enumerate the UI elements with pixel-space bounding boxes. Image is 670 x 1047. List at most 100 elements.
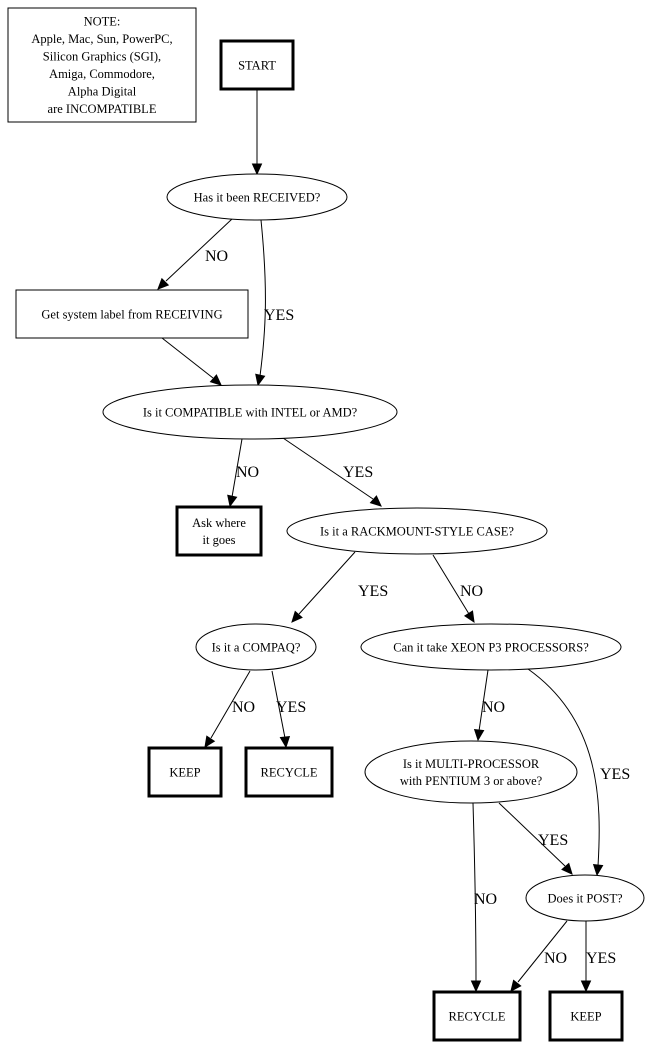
edge-compaq-to-keep1: NO	[204, 670, 255, 749]
edge-line	[282, 437, 374, 500]
edge-received-to-compatible: YES	[255, 219, 294, 387]
action-node-ask: Ask where it goes	[175, 505, 263, 557]
action-node-keep1: KEEP	[147, 746, 223, 798]
edge-label-yes: YES	[343, 464, 373, 481]
decision-node-post: Does it POST?	[525, 874, 645, 922]
action-node-recycle1: RECYCLE	[244, 746, 334, 798]
edge-label-yes: YES	[538, 832, 568, 849]
edge-label-no: NO	[205, 248, 228, 265]
node-label: RECYCLE	[261, 766, 318, 780]
action-box	[147, 746, 223, 798]
action-box	[432, 990, 522, 1042]
note-line: Amiga, Commodore,	[49, 67, 155, 81]
edge-post-to-recycle2: NO	[510, 920, 568, 992]
edge-label-no: NO	[232, 699, 255, 716]
edge-line	[498, 802, 566, 867]
arrowhead-icon	[227, 494, 238, 508]
action-box	[15, 289, 249, 339]
edge-label-no: NO	[482, 699, 505, 716]
arrowhead-icon	[470, 980, 482, 993]
edge-line	[210, 670, 251, 739]
edge-label-no: NO	[460, 583, 483, 600]
edge-xeon-to-multiproc: NO	[473, 669, 505, 742]
edge-line	[527, 668, 600, 867]
action-node-start: START	[219, 39, 295, 91]
edge-label-no: NO	[236, 464, 259, 481]
edge-start-to-received	[251, 89, 263, 176]
arrowhead-icon	[255, 373, 266, 387]
action-box	[175, 505, 263, 557]
arrowhead-icon	[473, 728, 485, 742]
arrowhead-icon	[369, 495, 382, 507]
node-label: Is it COMPATIBLE with INTEL or AMD?	[143, 406, 358, 420]
node-label: Is it a RACKMOUNT-STYLE CASE?	[320, 525, 514, 539]
node-label: KEEP	[570, 1010, 601, 1024]
edge-line	[432, 554, 470, 615]
edge-label-yes: YES	[358, 583, 388, 600]
action-box	[548, 990, 624, 1042]
node-label: Ask where	[192, 516, 246, 530]
arrowhead-icon	[510, 979, 522, 992]
node-label: it goes	[203, 533, 236, 547]
edge-rackmount-to-xeon: NO	[432, 554, 483, 624]
decision-node-xeon: Can it take XEON P3 PROCESSORS?	[360, 623, 622, 671]
edge-label-no: NO	[474, 891, 497, 908]
note-border	[7, 7, 197, 123]
note-line: Apple, Mac, Sun, PowerPC,	[31, 32, 172, 46]
arrowhead-icon	[291, 610, 303, 623]
node-label: Is it a COMPAQ?	[212, 641, 301, 655]
node-label: RECYCLE	[449, 1010, 506, 1024]
edge-get_label-to-compatible	[161, 337, 222, 386]
decision-ellipse	[525, 874, 645, 922]
note-line: Alpha Digital	[68, 84, 137, 98]
edge-compatible-to-ask: NO	[227, 438, 259, 508]
arrowhead-icon	[561, 862, 573, 875]
node-label: Does it POST?	[548, 892, 623, 906]
decision-ellipse	[195, 623, 317, 671]
node-label: START	[238, 59, 276, 73]
decision-node-rackmount: Is it a RACKMOUNT-STYLE CASE?	[286, 507, 548, 555]
decision-ellipse	[364, 740, 578, 804]
node-label: KEEP	[169, 766, 200, 780]
note-line: are INCOMPATIBLE	[48, 102, 157, 116]
note-box: NOTE:Apple, Mac, Sun, PowerPC,Silicon Gr…	[7, 7, 197, 123]
arrowhead-icon	[251, 163, 263, 176]
edge-line	[231, 438, 243, 498]
decision-node-received: Has it been RECEIVED?	[166, 173, 348, 221]
edge-received-to-get_label: NO	[157, 218, 233, 290]
edge-line	[161, 337, 214, 379]
arrowhead-icon	[157, 277, 170, 290]
arrowhead-icon	[279, 735, 291, 749]
edge-multiproc-to-recycle2: NO	[470, 802, 497, 993]
action-node-keep2: KEEP	[548, 990, 624, 1042]
edge-line	[165, 218, 233, 282]
edge-line	[472, 802, 477, 983]
edge-compatible-to-rackmount: YES	[282, 437, 382, 507]
arrowhead-icon	[580, 980, 592, 993]
edge-line	[478, 669, 489, 732]
node-label: with PENTIUM 3 or above?	[400, 774, 543, 788]
edge-multiproc-to-post: YES	[498, 802, 573, 875]
arrowhead-icon	[592, 863, 604, 877]
edge-label-yes: YES	[264, 307, 294, 324]
edge-label-yes: YES	[276, 699, 306, 716]
edge-label-yes: YES	[586, 950, 616, 967]
node-label: Can it take XEON P3 PROCESSORS?	[393, 641, 589, 655]
arrowhead-icon	[209, 374, 222, 386]
node-label: Has it been RECEIVED?	[194, 191, 321, 205]
action-node-recycle2: RECYCLE	[432, 990, 522, 1042]
decision-ellipse	[166, 173, 348, 221]
note-line: NOTE:	[84, 14, 121, 28]
decision-ellipse	[286, 507, 548, 555]
edge-line	[271, 670, 286, 739]
edge-compaq-to-recycle1: YES	[271, 670, 306, 749]
decision-node-compaq: Is it a COMPAQ?	[195, 623, 317, 671]
edge-label-no: NO	[544, 950, 567, 967]
edge-line	[259, 219, 266, 377]
edge-line	[298, 551, 356, 615]
